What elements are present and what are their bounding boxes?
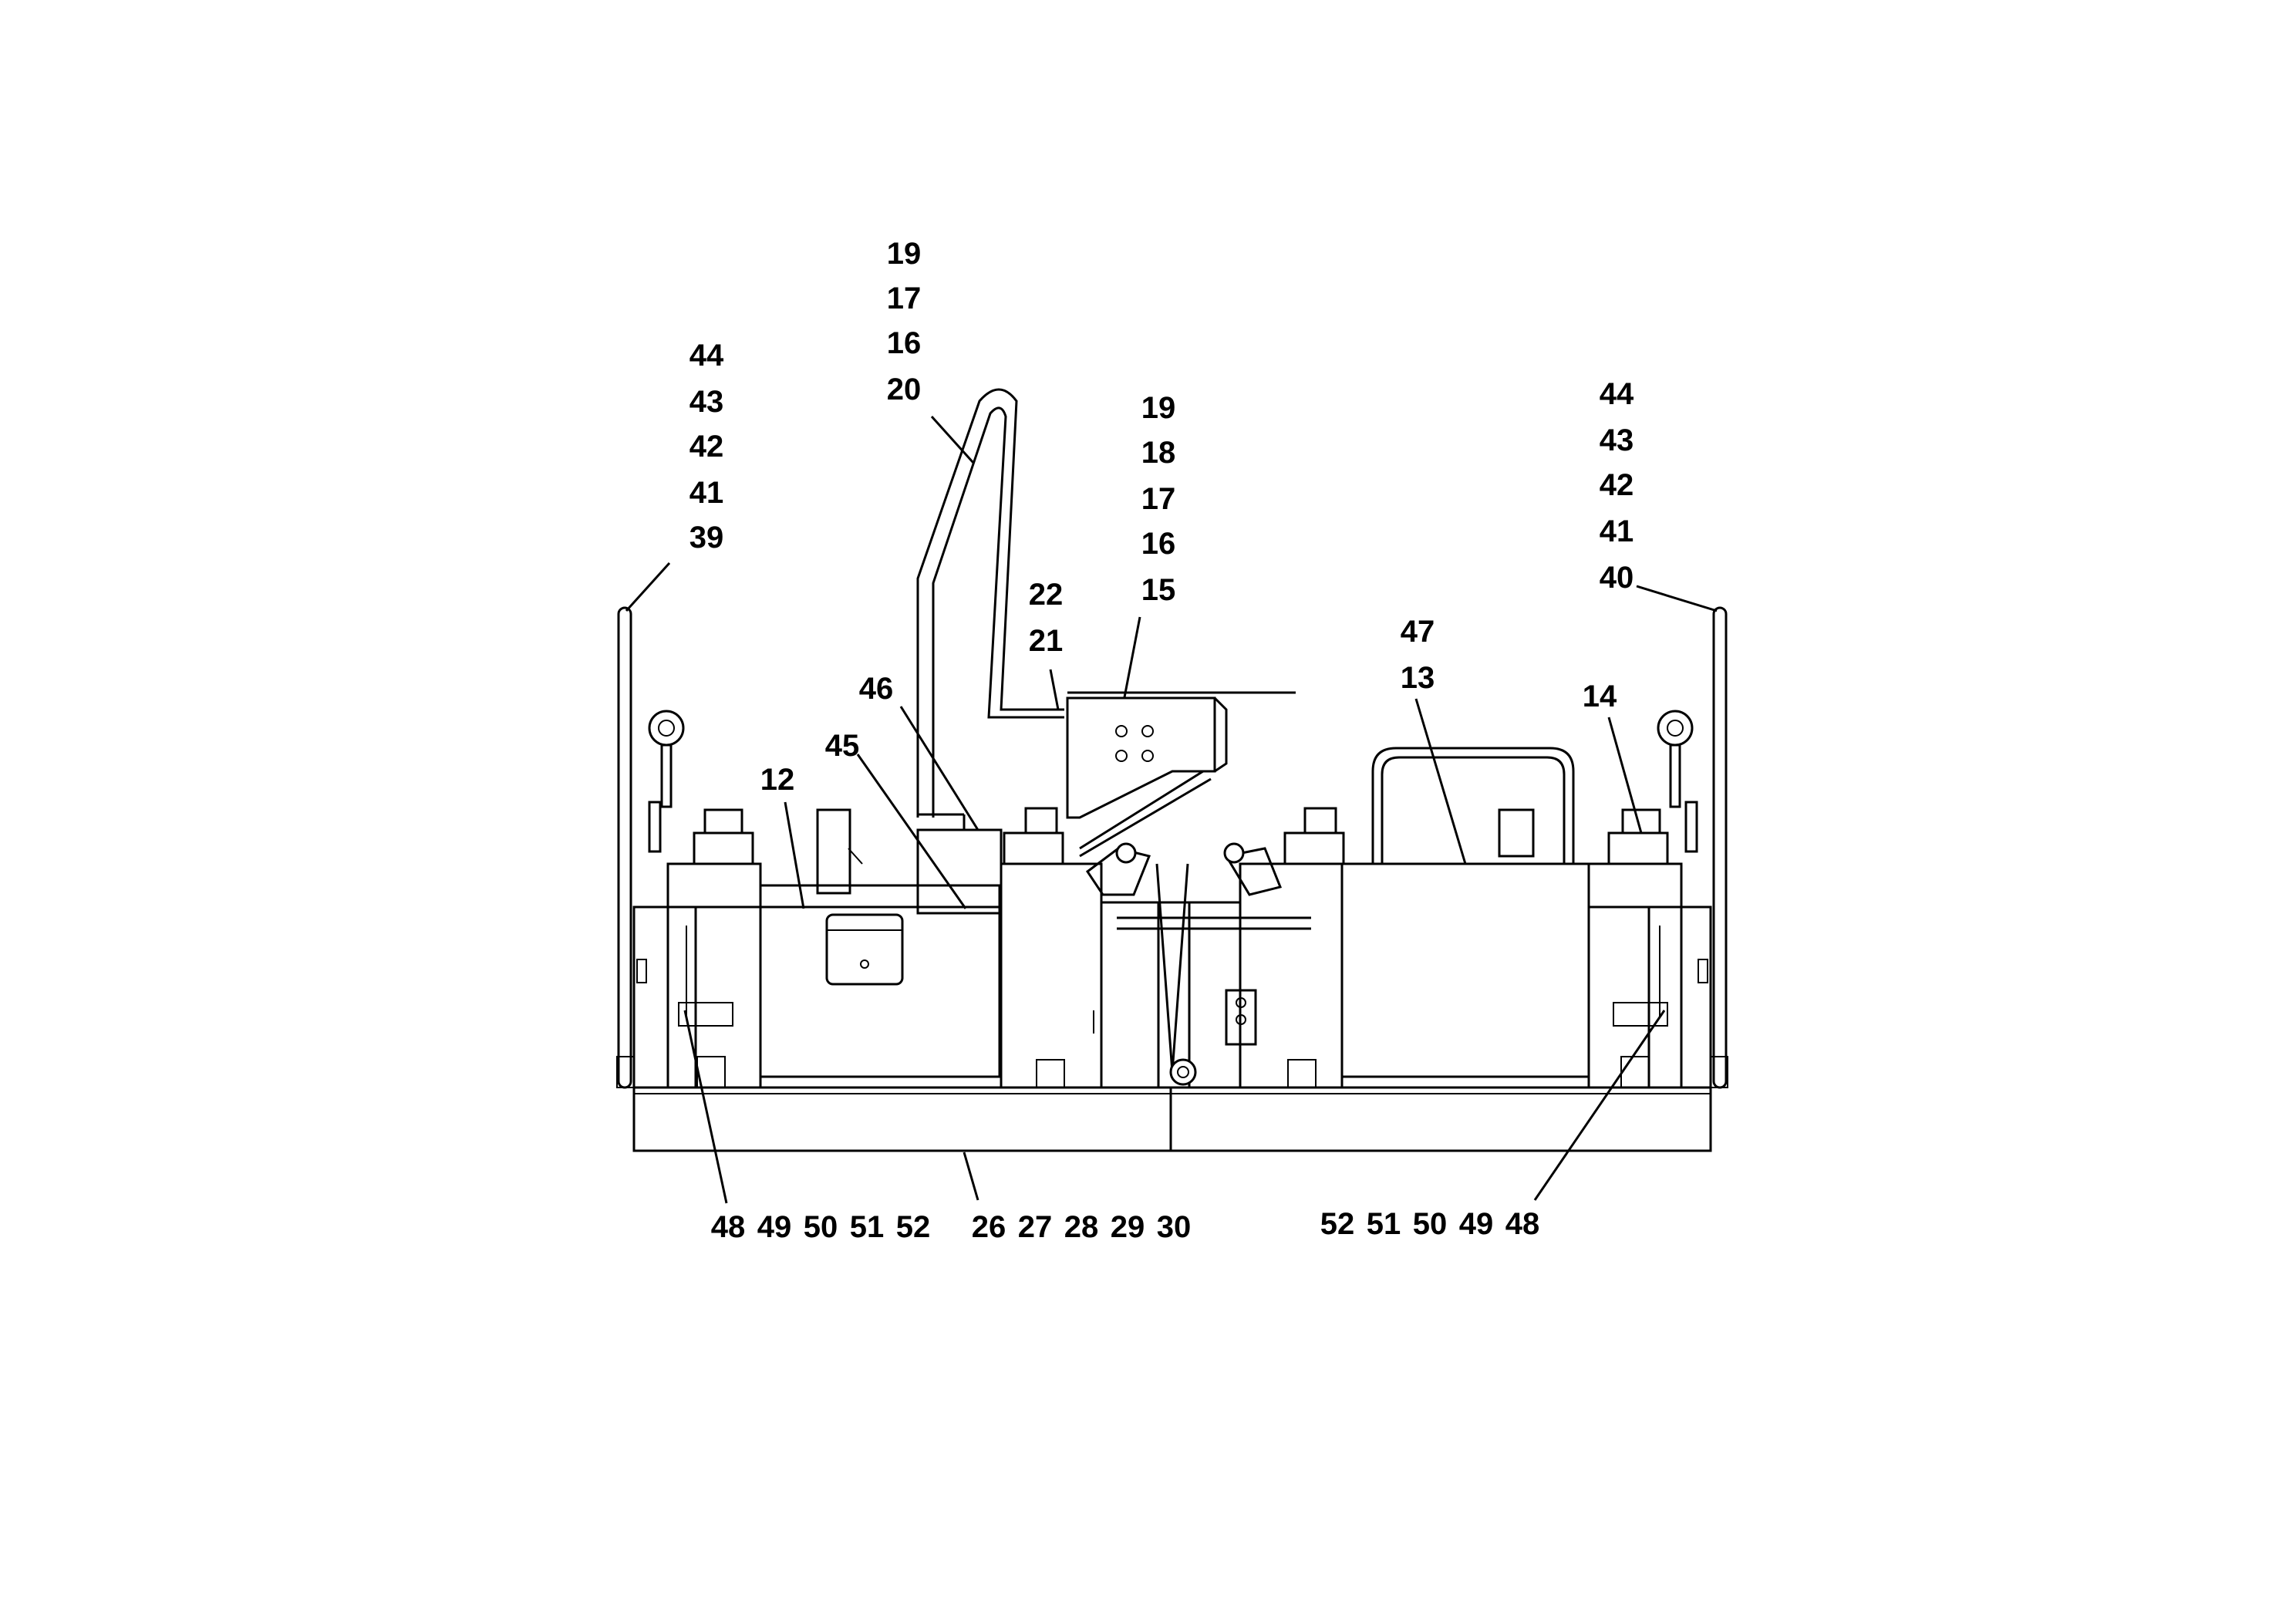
callout-49-bottom-left: 49 — [757, 1210, 792, 1244]
callout-17-panel: 17 — [1141, 482, 1176, 516]
callout-21: 21 — [1029, 624, 1064, 658]
base-frame — [632, 1086, 1712, 1152]
callout-19-panel: 19 — [1141, 391, 1176, 425]
callout-16-top: 16 — [887, 326, 922, 360]
callout-50-bottom-left: 50 — [804, 1210, 838, 1244]
callout-44-left: 44 — [689, 339, 724, 373]
callout-40: 40 — [1600, 561, 1634, 595]
callout-39: 39 — [689, 521, 724, 555]
callout-44-right: 44 — [1600, 377, 1634, 411]
callout-29: 29 — [1111, 1210, 1145, 1244]
right-post — [1712, 606, 1728, 1089]
callout-43-right: 43 — [1600, 423, 1634, 457]
callout-41-left: 41 — [689, 476, 724, 510]
callout-20: 20 — [887, 373, 922, 406]
callout-labels: 19 17 16 20 19 18 17 16 15 22 21 46 45 1… — [689, 237, 1634, 1244]
callout-22: 22 — [1029, 578, 1064, 612]
callout-42-left: 42 — [689, 430, 724, 464]
callout-48-bottom-right: 48 — [1505, 1207, 1540, 1241]
machine-drawing — [616, 388, 1728, 1152]
callout-51-bottom-left: 51 — [850, 1210, 885, 1244]
callout-30: 30 — [1157, 1210, 1192, 1244]
callout-48-bottom-left: 48 — [711, 1210, 746, 1244]
callout-28: 28 — [1064, 1210, 1099, 1244]
leader-lines — [625, 415, 1718, 1204]
callout-15: 15 — [1141, 573, 1176, 607]
callout-42-right: 42 — [1600, 468, 1634, 502]
left-post — [617, 606, 632, 1089]
callout-27: 27 — [1018, 1210, 1053, 1244]
callout-17-top: 17 — [887, 282, 922, 315]
callout-19-top: 19 — [887, 237, 922, 271]
callout-50-bottom-right: 50 — [1413, 1207, 1448, 1241]
callout-47: 47 — [1401, 615, 1435, 649]
callout-52-bottom-left: 52 — [896, 1210, 931, 1244]
callout-14: 14 — [1583, 679, 1617, 713]
callout-13: 13 — [1401, 661, 1435, 695]
callout-18: 18 — [1141, 436, 1176, 470]
callout-43-left: 43 — [689, 385, 724, 419]
callout-49-bottom-right: 49 — [1459, 1207, 1494, 1241]
callout-41-right: 41 — [1600, 514, 1634, 548]
callout-52-bottom-right: 52 — [1320, 1207, 1355, 1241]
callout-16-panel: 16 — [1141, 527, 1176, 561]
callout-46: 46 — [859, 672, 894, 706]
callout-26: 26 — [972, 1210, 1006, 1244]
callout-51-bottom-right: 51 — [1367, 1207, 1401, 1241]
callout-12: 12 — [760, 763, 795, 797]
callout-45: 45 — [825, 729, 860, 763]
